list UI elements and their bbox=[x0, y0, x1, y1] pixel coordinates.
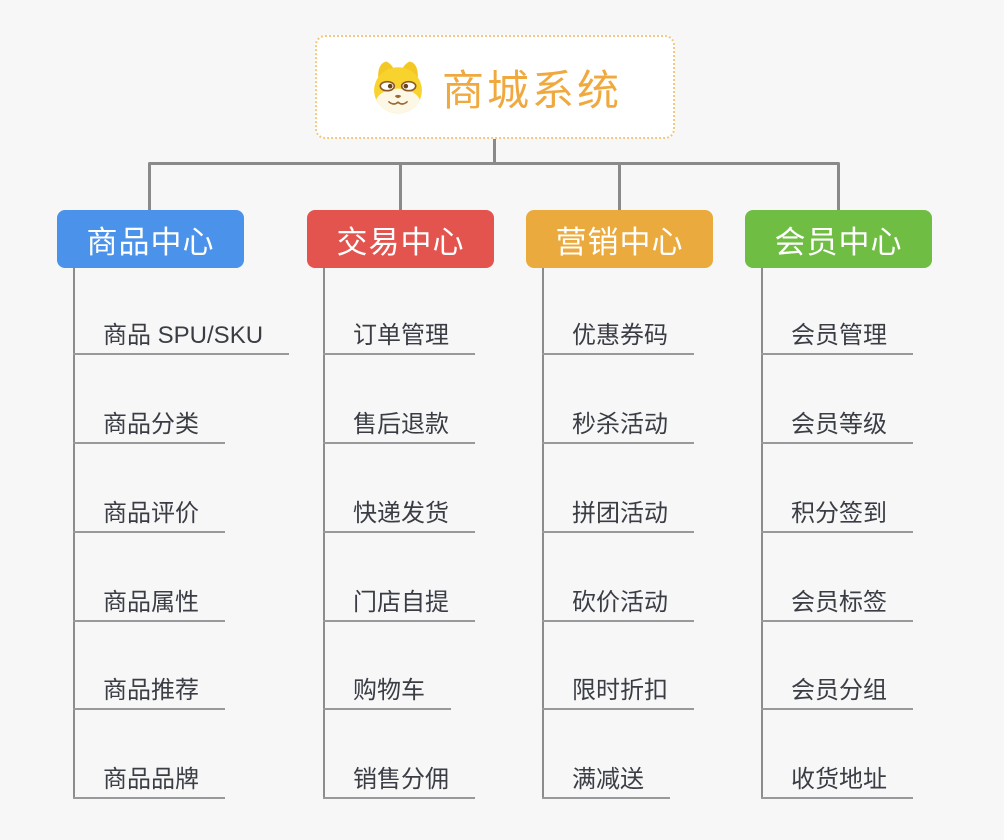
leaf-node[interactable]: 快递发货 bbox=[323, 497, 475, 533]
leaf-node[interactable]: 售后退款 bbox=[323, 408, 475, 444]
connector-drop-product-center bbox=[148, 164, 151, 210]
branch-label: 营销中心 bbox=[555, 224, 684, 260]
spine-product-center bbox=[73, 268, 75, 799]
leaf-node[interactable]: 商品评价 bbox=[73, 497, 225, 533]
leaf-node[interactable]: 商品品牌 bbox=[73, 763, 225, 799]
leaf-node[interactable]: 优惠券码 bbox=[542, 319, 694, 355]
leaf-node[interactable]: 门店自提 bbox=[323, 586, 475, 622]
leaf-node[interactable]: 购物车 bbox=[323, 674, 451, 710]
leaf-node[interactable]: 秒杀活动 bbox=[542, 408, 694, 444]
dog-face-icon bbox=[374, 61, 422, 114]
leaf-node[interactable]: 收货地址 bbox=[761, 763, 913, 799]
leaf-node[interactable]: 会员管理 bbox=[761, 319, 913, 355]
connector-drop-marketing-center bbox=[618, 164, 621, 210]
branch-label: 商品中心 bbox=[86, 224, 215, 260]
branch-node-product-center[interactable]: 商品中心 bbox=[57, 210, 244, 268]
branch-node-trade-center[interactable]: 交易中心 bbox=[307, 210, 494, 268]
leaf-node[interactable]: 商品推荐 bbox=[73, 674, 225, 710]
spine-marketing-center bbox=[542, 268, 544, 799]
root-node-title: 商城系统 bbox=[441, 66, 622, 114]
leaf-node[interactable]: 积分签到 bbox=[761, 497, 913, 533]
leaf-node[interactable]: 满减送 bbox=[542, 763, 670, 799]
root-node[interactable]: 商城系统 bbox=[315, 35, 675, 139]
leaf-node[interactable]: 会员分组 bbox=[761, 674, 913, 710]
branch-node-member-center[interactable]: 会员中心 bbox=[745, 210, 932, 268]
leaf-node[interactable]: 拼团活动 bbox=[542, 497, 694, 533]
leaf-node[interactable]: 会员等级 bbox=[761, 408, 913, 444]
spine-member-center bbox=[761, 268, 763, 799]
leaf-node[interactable]: 砍价活动 bbox=[542, 586, 694, 622]
leaf-node[interactable]: 订单管理 bbox=[323, 319, 475, 355]
leaf-node[interactable]: 会员标签 bbox=[761, 586, 913, 622]
leaf-node[interactable]: 商品 SPU/SKU bbox=[73, 319, 290, 355]
connector-drop-member-center bbox=[837, 164, 840, 210]
leaf-node[interactable]: 商品分类 bbox=[73, 408, 225, 444]
branch-label: 会员中心 bbox=[774, 224, 903, 260]
branch-label: 交易中心 bbox=[336, 224, 465, 260]
leaf-node[interactable]: 销售分佣 bbox=[323, 763, 475, 799]
branch-node-marketing-center[interactable]: 营销中心 bbox=[526, 210, 713, 268]
spine-trade-center bbox=[323, 268, 325, 799]
leaf-node[interactable]: 商品属性 bbox=[73, 586, 225, 622]
connector-horizontal-bar bbox=[148, 162, 840, 165]
connector-root-stem bbox=[493, 138, 496, 165]
connector-drop-trade-center bbox=[399, 164, 402, 210]
leaf-node[interactable]: 限时折扣 bbox=[542, 674, 694, 710]
